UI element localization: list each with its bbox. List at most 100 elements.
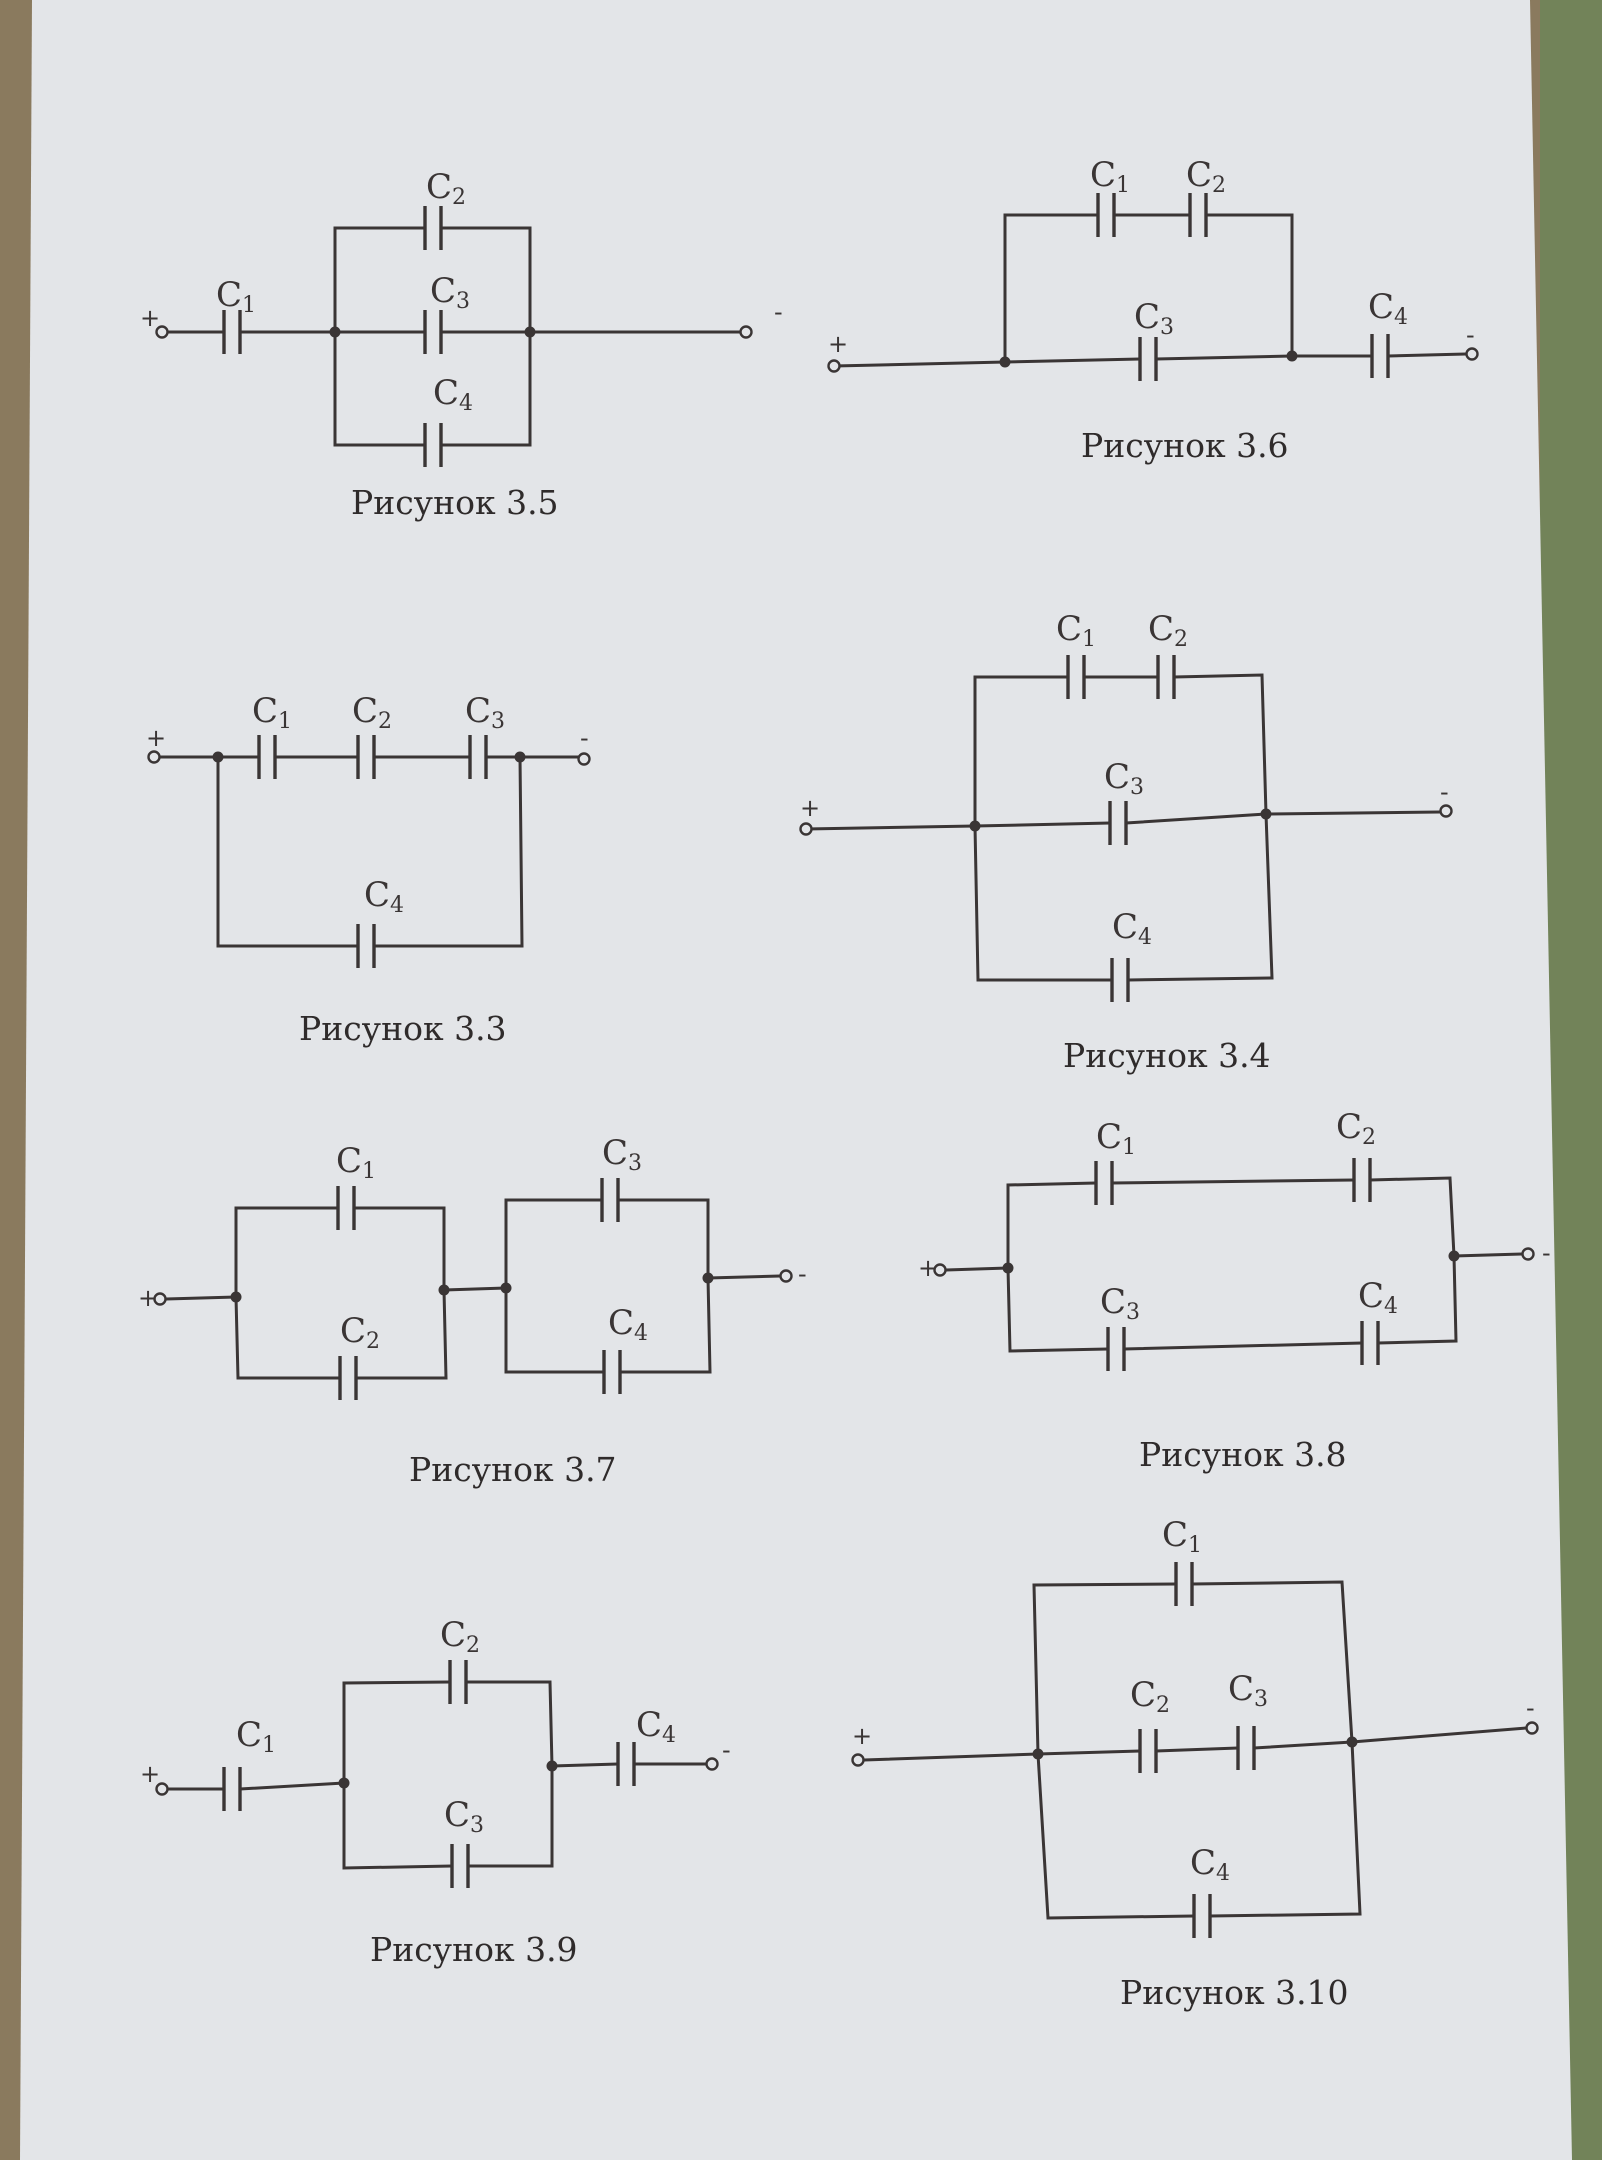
label-c2: C2 (1148, 609, 1188, 652)
junction-node (212, 751, 224, 763)
capacitor-c3 (1236, 1726, 1256, 1770)
capacitor-c2 (1352, 1158, 1372, 1202)
junction-node (546, 1760, 558, 1772)
plus-sign: + (852, 1722, 872, 1750)
label-c3: C3 (1228, 1669, 1268, 1712)
junction-node (1448, 1250, 1460, 1262)
minus-sign: - (1526, 1694, 1535, 1722)
capacitor-c1 (1066, 655, 1086, 699)
capacitor-c4 (356, 924, 376, 968)
capacitor-c2 (338, 1356, 358, 1400)
capacitor-c1 (222, 1767, 242, 1811)
plus-sign: + (918, 1254, 938, 1282)
figure-caption: Рисунок 3.10 (1120, 1973, 1349, 2012)
junction-node (1032, 1748, 1044, 1760)
label-c1: C1 (1090, 155, 1130, 198)
plus-terminal (147, 750, 161, 764)
figure-3-4: + - C1 C2 C3 C4 Рисунок 3.4 (799, 609, 1453, 1075)
minus-terminal (1521, 1247, 1535, 1261)
junction-node (1002, 1262, 1014, 1274)
capacitor-c4 (1360, 1321, 1380, 1365)
capacitor-c3 (1138, 337, 1158, 381)
minus-terminal (1525, 1721, 1539, 1735)
junction-node (1260, 808, 1272, 820)
figure-caption: Рисунок 3.9 (370, 1930, 578, 1969)
minus-terminal (1439, 804, 1453, 818)
label-c3: C3 (444, 1795, 484, 1838)
capacitor-c4 (1370, 334, 1390, 378)
capacitor-c3 (1106, 1327, 1126, 1371)
capacitor-c1 (222, 310, 242, 354)
capacitor-c1 (336, 1186, 356, 1230)
label-c3: C3 (465, 691, 505, 734)
figure-caption: Рисунок 3.6 (1081, 426, 1289, 465)
capacitor-c1 (1174, 1562, 1194, 1606)
minus-terminal (577, 752, 591, 766)
junction-node (524, 326, 536, 338)
label-c4: C4 (364, 875, 404, 918)
junction-node (230, 1291, 242, 1303)
label-c4: C4 (1112, 907, 1152, 950)
label-c1: C1 (252, 691, 292, 734)
plus-terminal (153, 1292, 167, 1306)
label-c1: C1 (216, 275, 256, 318)
plus-terminal (827, 359, 841, 373)
capacitor-c4 (616, 1742, 636, 1786)
minus-terminal (705, 1757, 719, 1771)
junction-node (702, 1272, 714, 1284)
label-c4: C4 (1368, 287, 1408, 330)
minus-terminal (739, 325, 753, 339)
capacitor-c4 (1110, 958, 1130, 1002)
capacitor-c1 (257, 735, 277, 779)
capacitor-c1 (1096, 193, 1116, 237)
label-c2: C2 (340, 1311, 380, 1354)
paper-sheet (20, 0, 1572, 2160)
junction-node (500, 1282, 512, 1294)
minus-sign: - (1542, 1239, 1551, 1267)
junction-node (438, 1284, 450, 1296)
capacitor-c3 (468, 735, 488, 779)
minus-sign: - (1466, 321, 1475, 349)
minus-sign: - (1440, 778, 1449, 806)
junction-node (999, 356, 1011, 368)
plus-terminal (155, 1782, 169, 1796)
plus-terminal (155, 325, 169, 339)
label-c4: C4 (608, 1303, 648, 1346)
capacitor-c3 (1108, 801, 1128, 845)
figure-3-7: + - C1 C2 C3 C4 Рисунок 3.7 (138, 1133, 807, 1489)
label-c3: C3 (602, 1133, 642, 1176)
minus-terminal (779, 1269, 793, 1283)
capacitor-c4 (423, 423, 443, 467)
label-c4: C4 (636, 1705, 676, 1748)
label-c1: C1 (236, 1715, 276, 1758)
label-c4: C4 (433, 373, 473, 416)
plus-sign: + (828, 330, 848, 358)
figure-caption: Рисунок 3.5 (351, 483, 559, 522)
minus-terminal (1465, 347, 1479, 361)
minus-sign: - (798, 1260, 807, 1288)
label-c1: C1 (336, 1141, 376, 1184)
figure-caption: Рисунок 3.8 (1139, 1435, 1347, 1474)
capacitor-c4 (1192, 1894, 1212, 1938)
label-c1: C1 (1162, 1515, 1202, 1558)
plus-terminal (799, 822, 813, 836)
figure-3-8: + - C1 C2 C3 C4 Рисунок 3.8 (918, 1107, 1551, 1474)
plus-terminal (933, 1263, 947, 1277)
label-c1: C1 (1056, 609, 1096, 652)
minus-sign: - (774, 298, 783, 326)
capacitor-c2 (1156, 655, 1176, 699)
plus-sign: + (140, 304, 160, 332)
junction-node (338, 1777, 350, 1789)
figure-3-9: + - C1 C2 C3 C4 Рисунок 3.9 (140, 1615, 731, 1969)
junction-node (1346, 1736, 1358, 1748)
capacitor-c3 (450, 1844, 470, 1888)
label-c2: C2 (426, 167, 466, 210)
plus-sign: + (140, 1760, 160, 1788)
label-c1: C1 (1096, 1117, 1136, 1160)
figure-3-5: + - C1 C2 C3 C4 Рисунок 3.5 (140, 167, 783, 522)
capacitor-c2 (1188, 193, 1208, 237)
label-c2: C2 (1130, 1675, 1170, 1718)
junction-node (1286, 350, 1298, 362)
capacitor-c2 (423, 206, 443, 250)
